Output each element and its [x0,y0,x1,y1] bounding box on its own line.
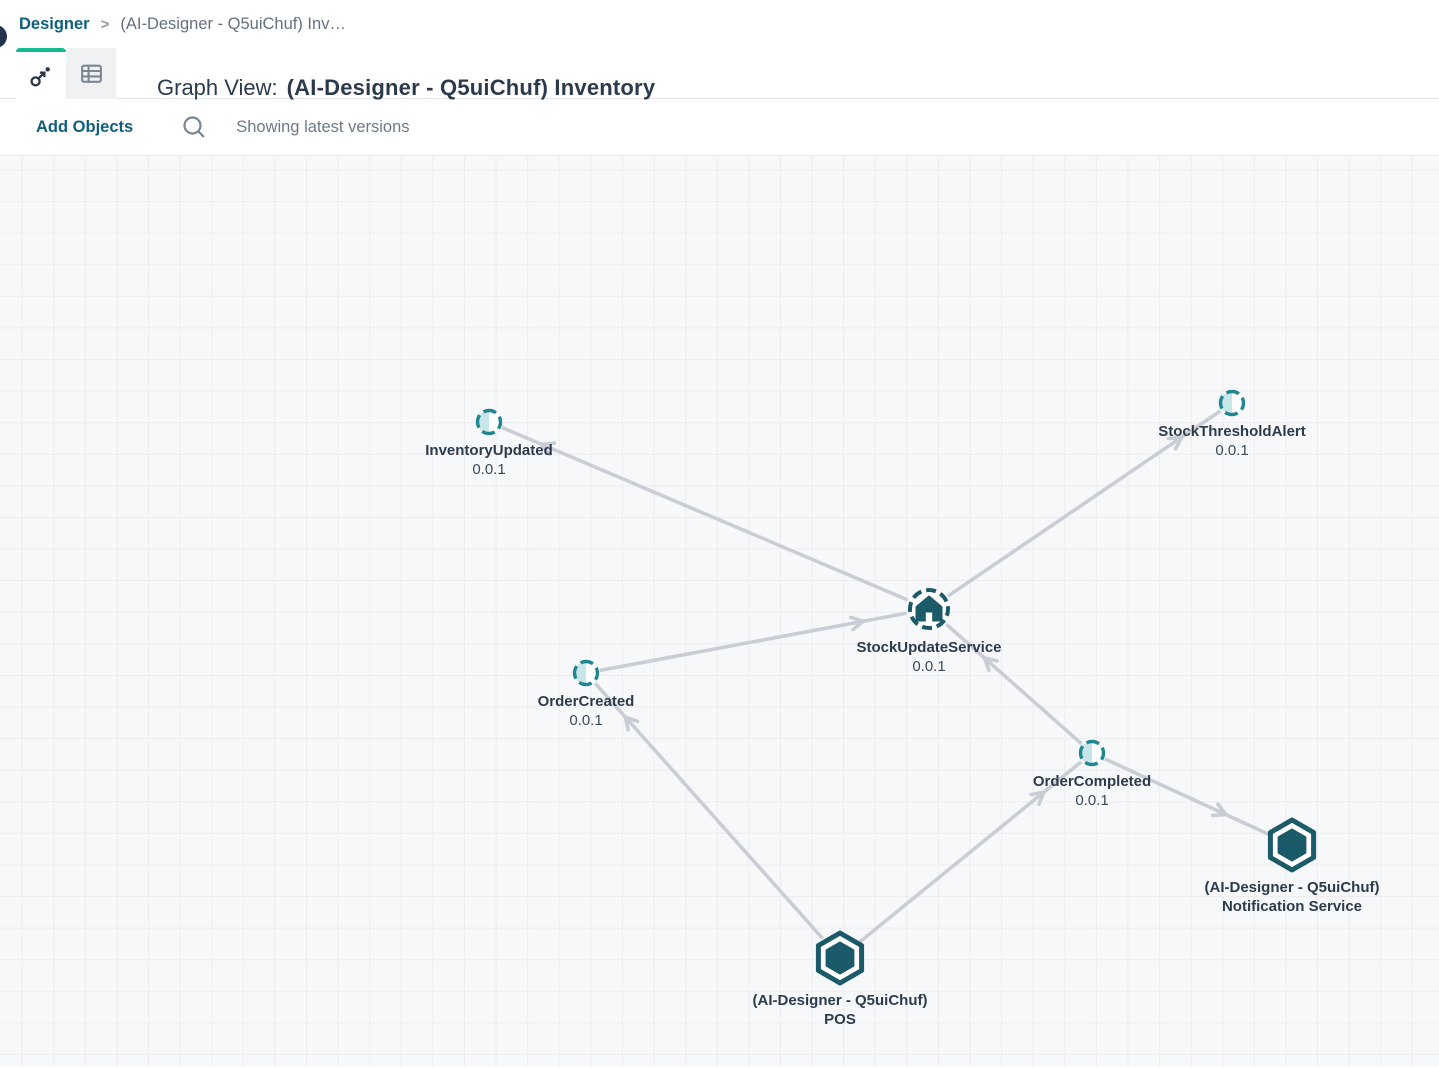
table-view-icon [79,61,104,86]
page-title-prefix: Graph View: [157,74,278,100]
search-input[interactable] [234,116,755,138]
tab-table-view[interactable] [66,48,116,99]
edge-StockUpdateService-to-StockThresholdAlert [947,409,1222,598]
page-title: Graph View: (AI-Designer - Q5uiChuf) Inv… [157,63,655,113]
graph-toolbar: Add Objects [0,99,1439,156]
edge-OrderCompleted-to-StockUpdateService [945,622,1083,746]
node-version: 0.0.1 [1215,442,1249,459]
event-icon [1078,739,1106,767]
edge-OrderCreated-to-StockUpdateService [599,611,907,673]
breadcrumb-designer-link[interactable]: Designer [19,14,90,33]
breadcrumb: Designer > (AI-Designer - Q5uiChuf) Inv… [0,0,1439,48]
node-label: (AI-Designer - Q5uiChuf)Notification Ser… [1204,879,1380,915]
view-tab-bar: Graph View: (AI-Designer - Q5uiChuf) Inv… [0,48,1439,100]
event-icon [572,659,600,687]
node-label: StockUpdateService [856,639,1002,656]
breadcrumb-chevron-icon: > [100,15,110,33]
node-label: OrderCreated [537,693,635,710]
tab-graph-view[interactable] [16,48,66,99]
edge-arrowhead [623,715,640,732]
external-service-icon [815,930,865,986]
page-title-name: (AI-Designer - Q5uiChuf) Inventory [286,74,656,100]
graph-view-icon [29,64,53,88]
edge-arrowhead [848,615,865,632]
graph-edges-layer [501,409,1270,943]
node-label: InventoryUpdated [425,442,553,459]
add-objects-button[interactable]: Add Objects [36,117,134,136]
node-label: (AI-Designer - Q5uiChuf)POS [752,992,928,1028]
edge-StockUpdateService-to-InventoryUpdated [501,425,909,602]
node-version: 0.0.1 [472,461,506,478]
search-icon [181,114,208,141]
node-version: 0.0.1 [1075,792,1109,809]
edge-arrowhead [539,441,557,457]
external-service-icon [1267,817,1317,873]
avatar[interactable] [0,25,7,48]
node-label: StockThresholdAlert [1158,423,1306,440]
node-version: 0.0.1 [912,658,946,675]
edge-arrowhead [982,656,999,673]
service-icon [908,588,950,630]
event-icon [1218,389,1246,417]
edge-arrowhead [1166,435,1184,451]
edge-POS-to-OrderCreated [593,682,825,940]
edge-OrderCompleted-to-NotificationService [1103,757,1270,836]
graph-canvas[interactable]: InventoryUpdated 0.0.1 StockThresholdAle… [0,156,1439,1067]
node-label: OrderCompleted [1032,773,1152,790]
edge-arrowhead [1210,802,1228,818]
edge-arrowhead [1029,790,1046,807]
node-version: 0.0.1 [569,712,603,729]
breadcrumb-current-page: (AI-Designer - Q5uiChuf) Inv… [120,14,346,33]
event-icon [475,408,503,436]
